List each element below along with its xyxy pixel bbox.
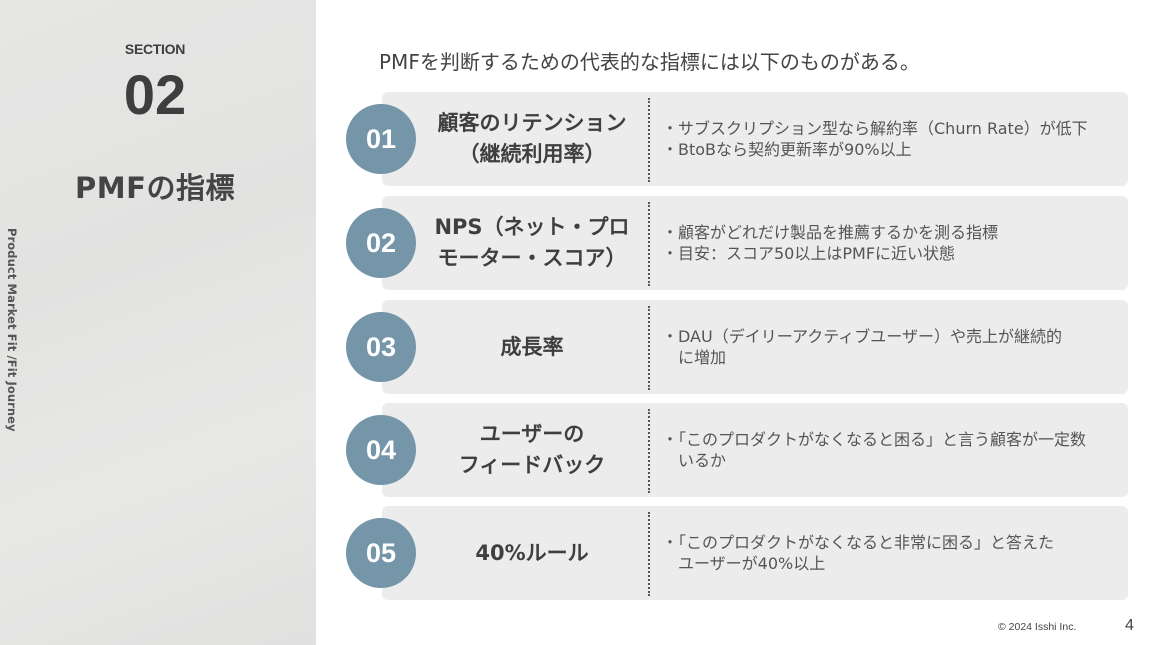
bullet-item: ・目安：スコア50以上はPMFに近い状態 (662, 244, 956, 263)
vertical-deck-label: Product Market Fit /Fit Journey (5, 228, 19, 432)
metric-row-user-feedback: 04 ユーザーの フィードバック ・「このプロダクトがなくなると困る」と言う顧客… (346, 403, 1128, 497)
section-title: PMFの指標 (75, 171, 235, 205)
metric-card (382, 196, 1128, 290)
dotted-divider (648, 306, 650, 390)
number-badge: 01 (346, 104, 416, 174)
metric-name-line: フィードバック (458, 453, 606, 477)
dotted-divider (648, 98, 650, 182)
metric-name: ユーザーの フィードバック (424, 403, 640, 497)
copyright-text: © 2024 Isshi Inc. (998, 621, 1077, 633)
bullet-item: ・「このプロダクトがなくなると非常に困る」と答えたユーザーが40%以上 (662, 533, 1055, 573)
section-number: 02 (123, 63, 187, 126)
metric-card (382, 403, 1128, 497)
metric-name: 顧客のリテンション （継続利用率） (424, 92, 640, 186)
metric-description: ・「このプロダクトがなくなると非常に困る」と答えたユーザーが40%以上 (662, 506, 1062, 600)
metric-name-line: NPS（ネット・プロ (434, 215, 630, 239)
metric-card (382, 506, 1128, 600)
metric-name-line: 顧客のリテンション (437, 111, 627, 135)
number-badge: 04 (346, 415, 416, 485)
section-label: SECTION (124, 41, 186, 57)
metric-row-growth-rate: 03 成長率 ・DAU（デイリーアクティブユーザー）や売上が継続的に増加 (346, 300, 1128, 394)
dotted-divider (648, 409, 650, 493)
metric-card (382, 92, 1128, 186)
metric-name: 成長率 (424, 300, 640, 394)
page-number: 4 (1125, 617, 1134, 634)
metric-description: ・「このプロダクトがなくなると困る」と言う顧客が一定数いるか (662, 403, 1098, 497)
number-badge: 03 (346, 312, 416, 382)
intro-text: PMFを判断するための代表的な指標には以下のものがある。 (379, 50, 920, 74)
bullet-item: ・サブスクリプション型なら解約率（Churn Rate）が低下 (662, 119, 1088, 138)
metric-card (382, 300, 1128, 394)
metric-name: NPS（ネット・プロ モーター・スコア） (424, 196, 640, 290)
metric-row-retention: 01 顧客のリテンション （継続利用率） ・サブスクリプション型なら解約率（Ch… (346, 92, 1128, 186)
bullet-item: ・DAU（デイリーアクティブユーザー）や売上が継続的に増加 (662, 327, 1062, 367)
bullet-item: ・BtoBなら契約更新率が90%以上 (662, 140, 912, 159)
metric-row-nps: 02 NPS（ネット・プロ モーター・スコア） ・顧客がどれだけ製品を推薦するか… (346, 196, 1128, 290)
number-badge: 02 (346, 208, 416, 278)
sidebar-panel: SECTION 02 PMFの指標 Product Market Fit /Fi… (0, 0, 316, 645)
metric-description: ・DAU（デイリーアクティブユーザー）や売上が継続的に増加 (662, 300, 1062, 394)
bullet-item: ・「このプロダクトがなくなると困る」と言う顧客が一定数いるか (662, 430, 1087, 470)
metric-description: ・顧客がどれだけ製品を推薦するかを測る指標 ・目安：スコア50以上はPMFに近い… (662, 196, 1102, 290)
metric-name-line: 40%ルール (475, 540, 589, 565)
metric-name-line: （継続利用率） (458, 142, 606, 166)
dotted-divider (648, 512, 650, 596)
metric-name-line: ユーザーの (479, 422, 585, 446)
bullet-item: ・顧客がどれだけ製品を推薦するかを測る指標 (662, 223, 999, 242)
dotted-divider (648, 202, 650, 286)
number-badge: 05 (346, 518, 416, 588)
metric-description: ・サブスクリプション型なら解約率（Churn Rate）が低下 ・BtoBなら契… (662, 92, 1102, 186)
metric-name-line: モーター・スコア） (437, 246, 627, 270)
metric-row-40-percent-rule: 05 40%ルール ・「このプロダクトがなくなると非常に困る」と答えたユーザーが… (346, 506, 1128, 600)
metric-name-line: 成長率 (500, 334, 564, 359)
metric-name: 40%ルール (424, 506, 640, 600)
